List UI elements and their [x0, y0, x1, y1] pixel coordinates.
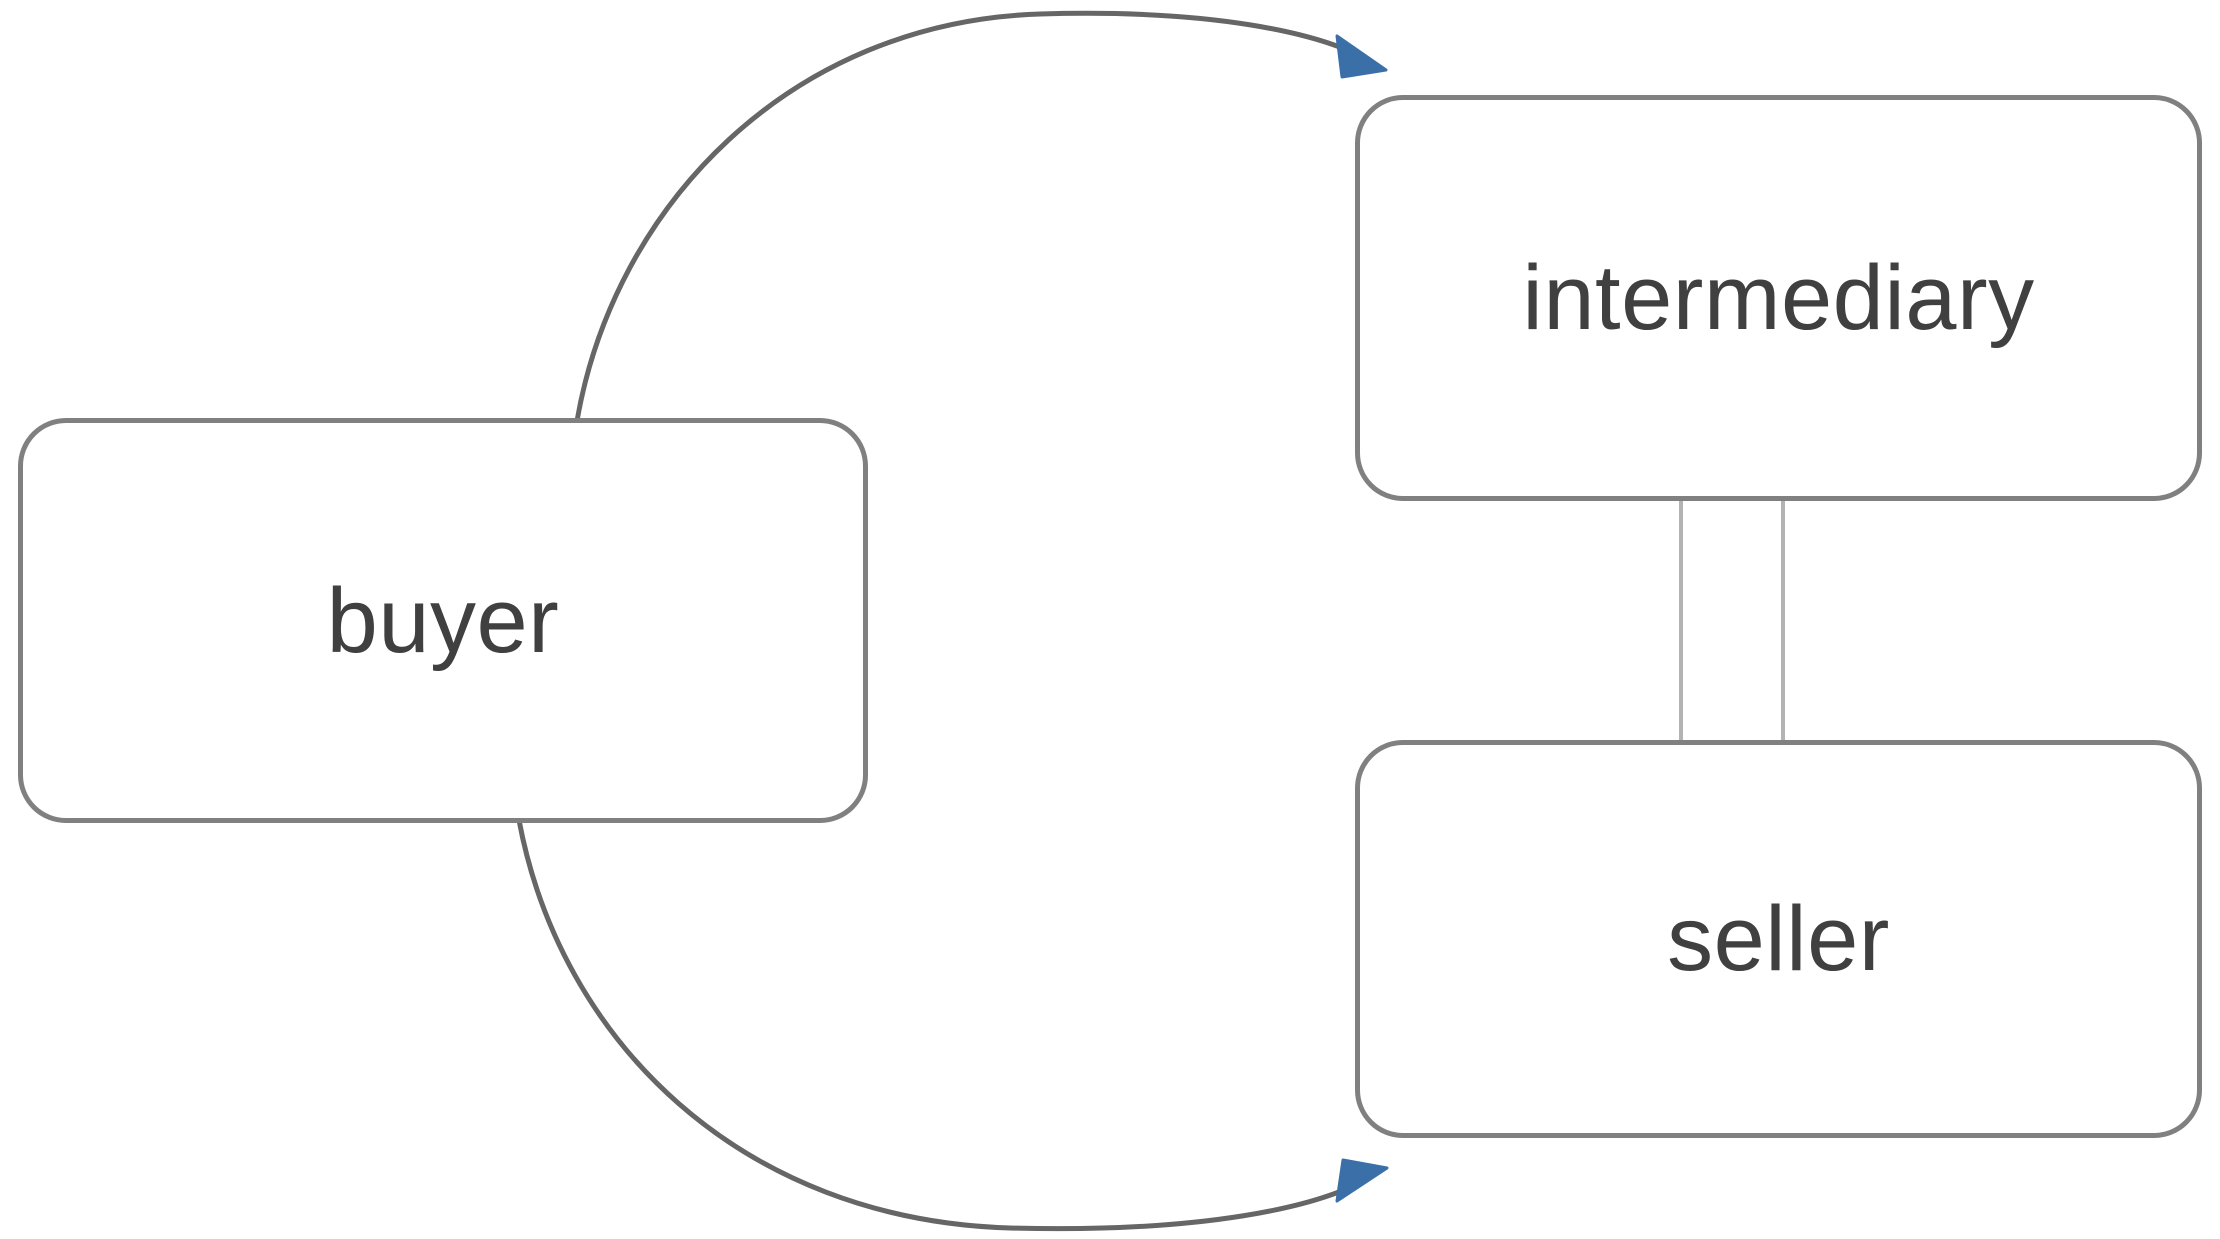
node-buyer[interactable]: buyer: [18, 418, 868, 823]
node-intermediary[interactable]: intermediary: [1355, 95, 2202, 501]
edge-buyer-to-intermediary[interactable]: [574, 10, 1375, 424]
arrowhead-buyer-to-intermediary: [1335, 34, 1388, 79]
node-seller[interactable]: seller: [1355, 740, 2202, 1138]
arrowhead-buyer-to-seller: [1335, 1158, 1389, 1203]
edge-buyer-to-seller[interactable]: [516, 817, 1375, 1232]
node-buyer-label: buyer: [326, 569, 560, 672]
node-intermediary-label: intermediary: [1522, 247, 2035, 349]
node-seller-label: seller: [1667, 888, 1890, 990]
